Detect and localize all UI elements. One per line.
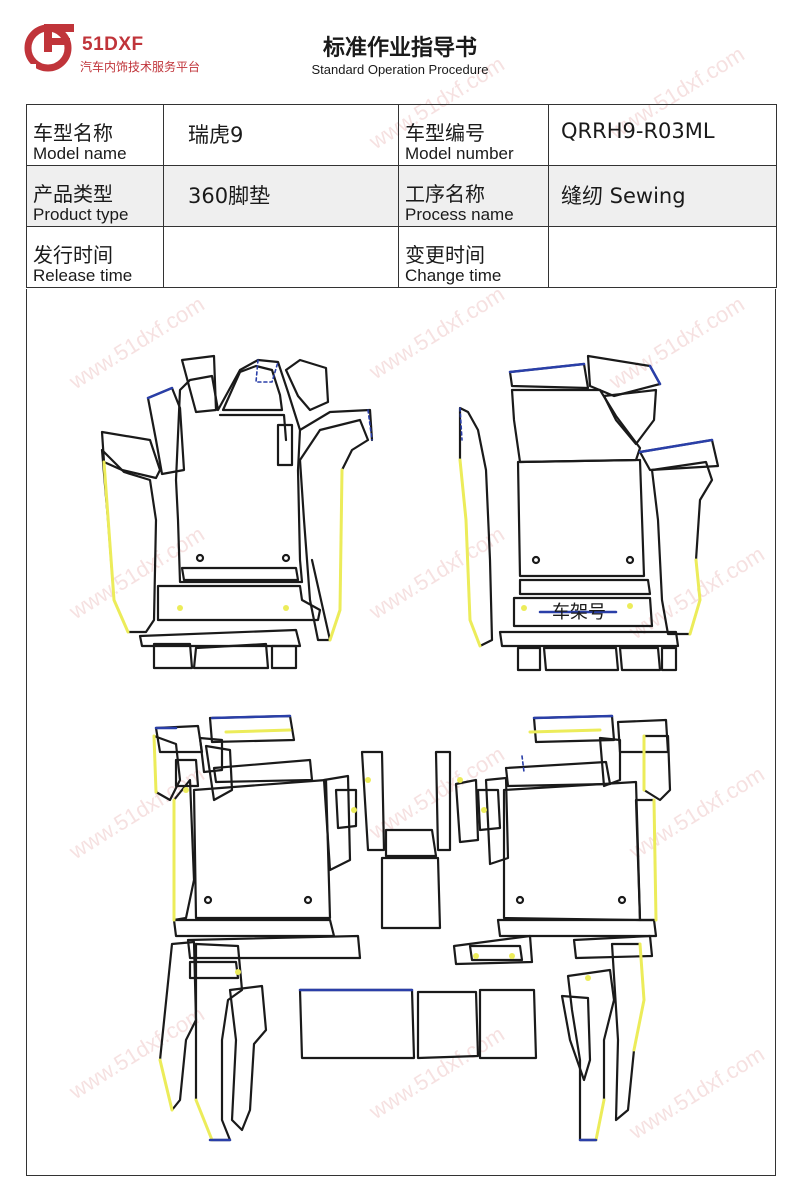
drawing-frame bbox=[26, 289, 776, 1176]
info-row: 车型名称 Model name 瑞虎9 车型编号 Model number QR… bbox=[26, 104, 777, 166]
center-tunnel-pattern bbox=[360, 750, 502, 930]
change-time-label-cell: 变更时间 Change time bbox=[398, 226, 549, 288]
brand-name: 51DXF bbox=[82, 34, 144, 55]
info-row: 发行时间 Release time 变更时间 Change time bbox=[26, 226, 777, 288]
model-name-value: 瑞虎9 bbox=[188, 123, 244, 147]
document-subtitle: Standard Operation Procedure bbox=[311, 62, 489, 77]
change-time-label-zh: 变更时间 bbox=[405, 243, 485, 267]
process-name-value-cell: 缝纫 Sewing bbox=[548, 165, 777, 227]
product-type-label-en: Product type bbox=[33, 205, 129, 224]
second-row-left-mat-pattern bbox=[152, 714, 362, 980]
product-type-value-cell: 360脚垫 bbox=[163, 165, 399, 227]
change-time-value-cell bbox=[548, 226, 777, 288]
release-time-value-cell bbox=[163, 226, 399, 288]
product-type-value: 360脚垫 bbox=[188, 184, 271, 208]
second-row-right-mat-pattern bbox=[452, 714, 672, 966]
brand-tagline: 汽车内饰技术服务平台 bbox=[80, 60, 201, 74]
third-row-mat-pattern bbox=[158, 940, 646, 1142]
process-name-label-cell: 工序名称 Process name bbox=[398, 165, 549, 227]
model-name-value-cell: 瑞虎9 bbox=[163, 104, 399, 166]
info-row: 产品类型 Product type 360脚垫 工序名称 Process nam… bbox=[26, 165, 777, 227]
model-number-value-cell: QRRH9-R03ML bbox=[548, 104, 777, 166]
document-title: 标准作业指导书 bbox=[322, 36, 477, 61]
model-name-label-en: Model name bbox=[33, 144, 127, 163]
model-number-label-zh: 车型编号 bbox=[405, 121, 485, 145]
company-logo bbox=[22, 24, 74, 72]
info-table: 车型名称 Model name 瑞虎9 车型编号 Model number QR… bbox=[26, 104, 777, 288]
model-number-label-cell: 车型编号 Model number bbox=[398, 104, 549, 166]
process-name-label-zh: 工序名称 bbox=[405, 182, 485, 206]
model-number-label-en: Model number bbox=[405, 144, 514, 163]
change-time-label-en: Change time bbox=[405, 266, 502, 285]
release-time-label-en: Release time bbox=[33, 266, 133, 285]
driver-front-mat-pattern bbox=[100, 354, 374, 670]
process-name-label-en: Process name bbox=[405, 205, 514, 224]
product-type-label-zh: 产品类型 bbox=[33, 182, 113, 206]
release-time-label-cell: 发行时间 Release time bbox=[26, 226, 164, 288]
release-time-label-zh: 发行时间 bbox=[33, 243, 113, 267]
process-name-value: 缝纫 Sewing bbox=[561, 184, 686, 208]
model-number-value: QRRH9-R03ML bbox=[561, 119, 715, 143]
model-name-label-zh: 车型名称 bbox=[33, 121, 113, 145]
frame-number-label: 车架号 bbox=[552, 602, 606, 623]
